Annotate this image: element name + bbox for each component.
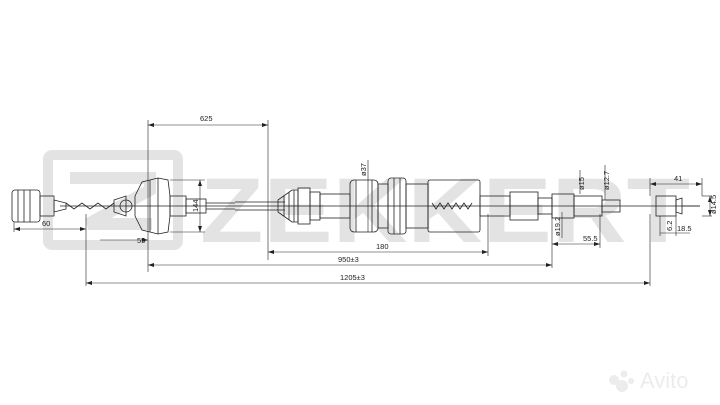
- dimension-labels: 625 60 55 144 ø37 180 950±3 1205±3 ø15 ø…: [42, 114, 718, 282]
- dim-d19-2: ø19.2: [553, 217, 562, 236]
- dim-41: 41: [674, 174, 682, 183]
- dim-d37: ø37: [359, 163, 368, 176]
- dim-60: 60: [42, 219, 50, 228]
- cable-wave: [65, 202, 115, 210]
- dim-144: 144: [191, 199, 200, 212]
- dim-625: 625: [200, 114, 213, 123]
- dim-1205: 1205±3: [340, 273, 365, 282]
- zekkert-watermark: ZEKKERT: [43, 150, 690, 262]
- dimension-arrows: [14, 123, 712, 285]
- dim-d12-7: ø12.7: [602, 171, 611, 190]
- right-sleeve-fittings: [509, 191, 621, 221]
- cable-assembly: [11, 177, 700, 235]
- dimension-lines: [13, 120, 712, 286]
- left-end-fitting: [11, 189, 67, 223]
- grommet-housing: [134, 177, 235, 235]
- ball-joint: [113, 195, 133, 217]
- dim-6-2: 6.2: [665, 221, 674, 231]
- dim-180: 180: [376, 242, 389, 251]
- dim-55: 55: [137, 236, 145, 245]
- dim-950: 950±3: [338, 255, 359, 264]
- dim-18-5: 18.5: [677, 224, 692, 233]
- avito-text: Avito: [640, 368, 689, 393]
- corner-watermark: Avito: [609, 368, 689, 393]
- dim-d14-5: ø14.5: [709, 195, 718, 214]
- adjuster-body: [349, 177, 511, 235]
- dim-d15: ø15: [577, 177, 586, 190]
- watermark-brand: ZEKKERT: [200, 160, 690, 262]
- dim-55-5: 55.5: [583, 234, 598, 243]
- right-end-fitting: [655, 195, 700, 217]
